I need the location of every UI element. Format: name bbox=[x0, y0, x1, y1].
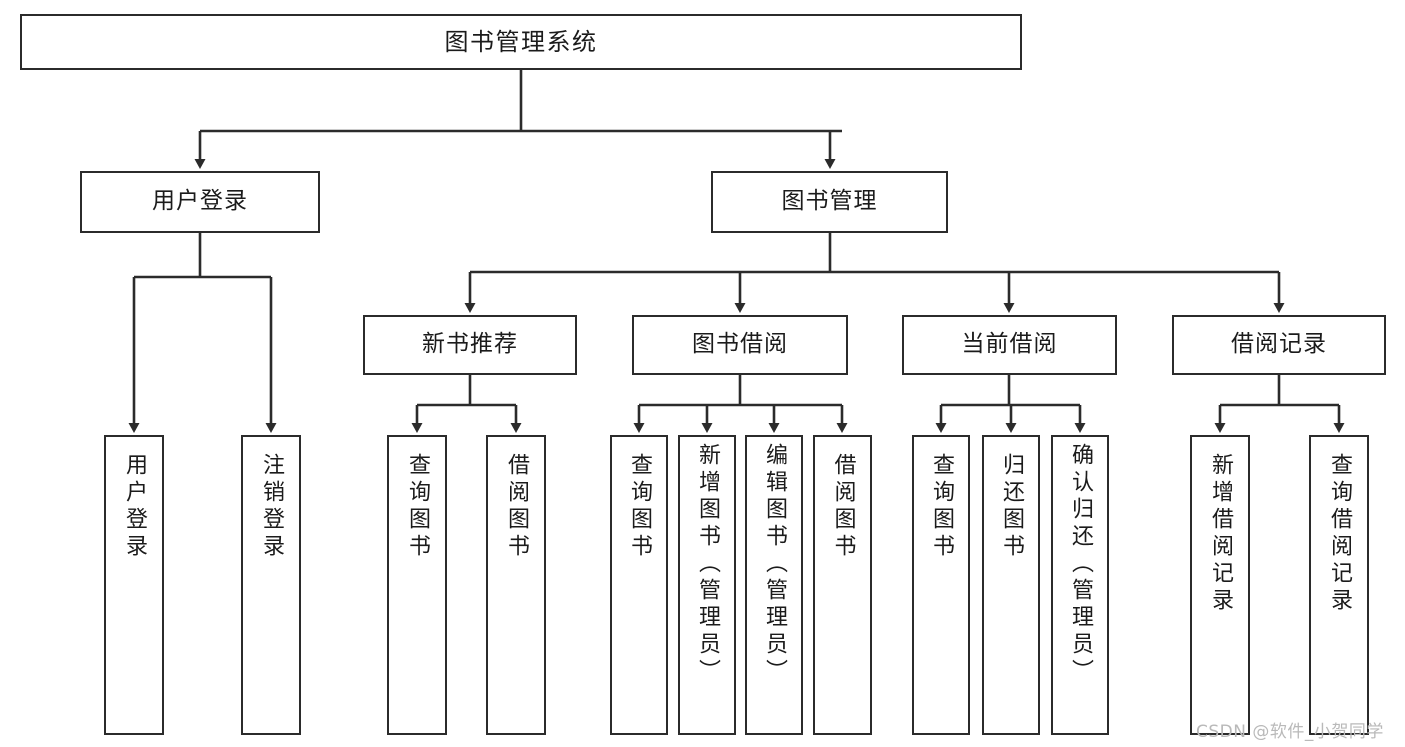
node-root-label: 图书管理系统 bbox=[444, 27, 598, 56]
leaf-confirm-return[interactable]: 确认归还（管理员） bbox=[1051, 435, 1109, 735]
leaf-user-login-label: 用户登录 bbox=[122, 453, 147, 561]
leaf-edit-book[interactable]: 编辑图书（管理员） bbox=[745, 435, 803, 735]
node-book-manage-label: 图书管理 bbox=[781, 188, 878, 215]
leaf-query-record[interactable]: 查询借阅记录 bbox=[1309, 435, 1369, 735]
node-root[interactable]: 图书管理系统 bbox=[20, 14, 1022, 70]
leaf-return-book[interactable]: 归还图书 bbox=[982, 435, 1040, 735]
leaf-borrow-book-2-label: 借阅图书 bbox=[830, 453, 856, 561]
leaf-borrow-book-1-label: 借阅图书 bbox=[504, 453, 529, 561]
leaf-confirm-return-label: 确认归还（管理员） bbox=[1068, 443, 1093, 686]
leaf-add-book-label: 新增图书（管理员） bbox=[695, 443, 720, 686]
node-borrow-record[interactable]: 借阅记录 bbox=[1172, 315, 1386, 375]
leaf-borrow-book-2[interactable]: 借阅图书 bbox=[813, 435, 872, 735]
leaf-query-book-2[interactable]: 查询图书 bbox=[610, 435, 668, 735]
node-book-manage[interactable]: 图书管理 bbox=[711, 171, 948, 233]
node-user-login-label: 用户登录 bbox=[152, 188, 248, 215]
watermark: CSDN @软件_小贺同学 bbox=[1196, 722, 1384, 742]
leaf-user-login[interactable]: 用户登录 bbox=[104, 435, 164, 735]
leaf-query-book-2-label: 查询图书 bbox=[627, 453, 652, 561]
leaf-add-record[interactable]: 新增借阅记录 bbox=[1190, 435, 1250, 735]
leaf-logout-label: 注销登录 bbox=[259, 453, 284, 561]
leaf-query-book-1-label: 查询图书 bbox=[405, 453, 430, 561]
leaf-edit-book-label: 编辑图书（管理员） bbox=[762, 443, 787, 686]
node-book-borrow-label: 图书借阅 bbox=[692, 331, 788, 358]
node-current-borrow-label: 当前借阅 bbox=[961, 331, 1058, 358]
node-current-borrow[interactable]: 当前借阅 bbox=[902, 315, 1117, 375]
node-user-login[interactable]: 用户登录 bbox=[80, 171, 320, 233]
leaf-add-record-label: 新增借阅记录 bbox=[1208, 453, 1233, 615]
leaf-query-book-1[interactable]: 查询图书 bbox=[387, 435, 447, 735]
node-new-book-rec-label: 新书推荐 bbox=[422, 331, 518, 358]
leaf-query-book-3[interactable]: 查询图书 bbox=[912, 435, 970, 735]
leaf-query-book-3-label: 查询图书 bbox=[929, 453, 954, 561]
node-borrow-record-label: 借阅记录 bbox=[1231, 331, 1327, 358]
leaf-return-book-label: 归还图书 bbox=[999, 453, 1024, 561]
leaf-borrow-book-1[interactable]: 借阅图书 bbox=[486, 435, 546, 735]
node-new-book-rec[interactable]: 新书推荐 bbox=[363, 315, 577, 375]
node-book-borrow[interactable]: 图书借阅 bbox=[632, 315, 848, 375]
leaf-query-record-label: 查询借阅记录 bbox=[1327, 453, 1352, 615]
leaf-add-book[interactable]: 新增图书（管理员） bbox=[678, 435, 736, 735]
leaf-logout[interactable]: 注销登录 bbox=[241, 435, 301, 735]
